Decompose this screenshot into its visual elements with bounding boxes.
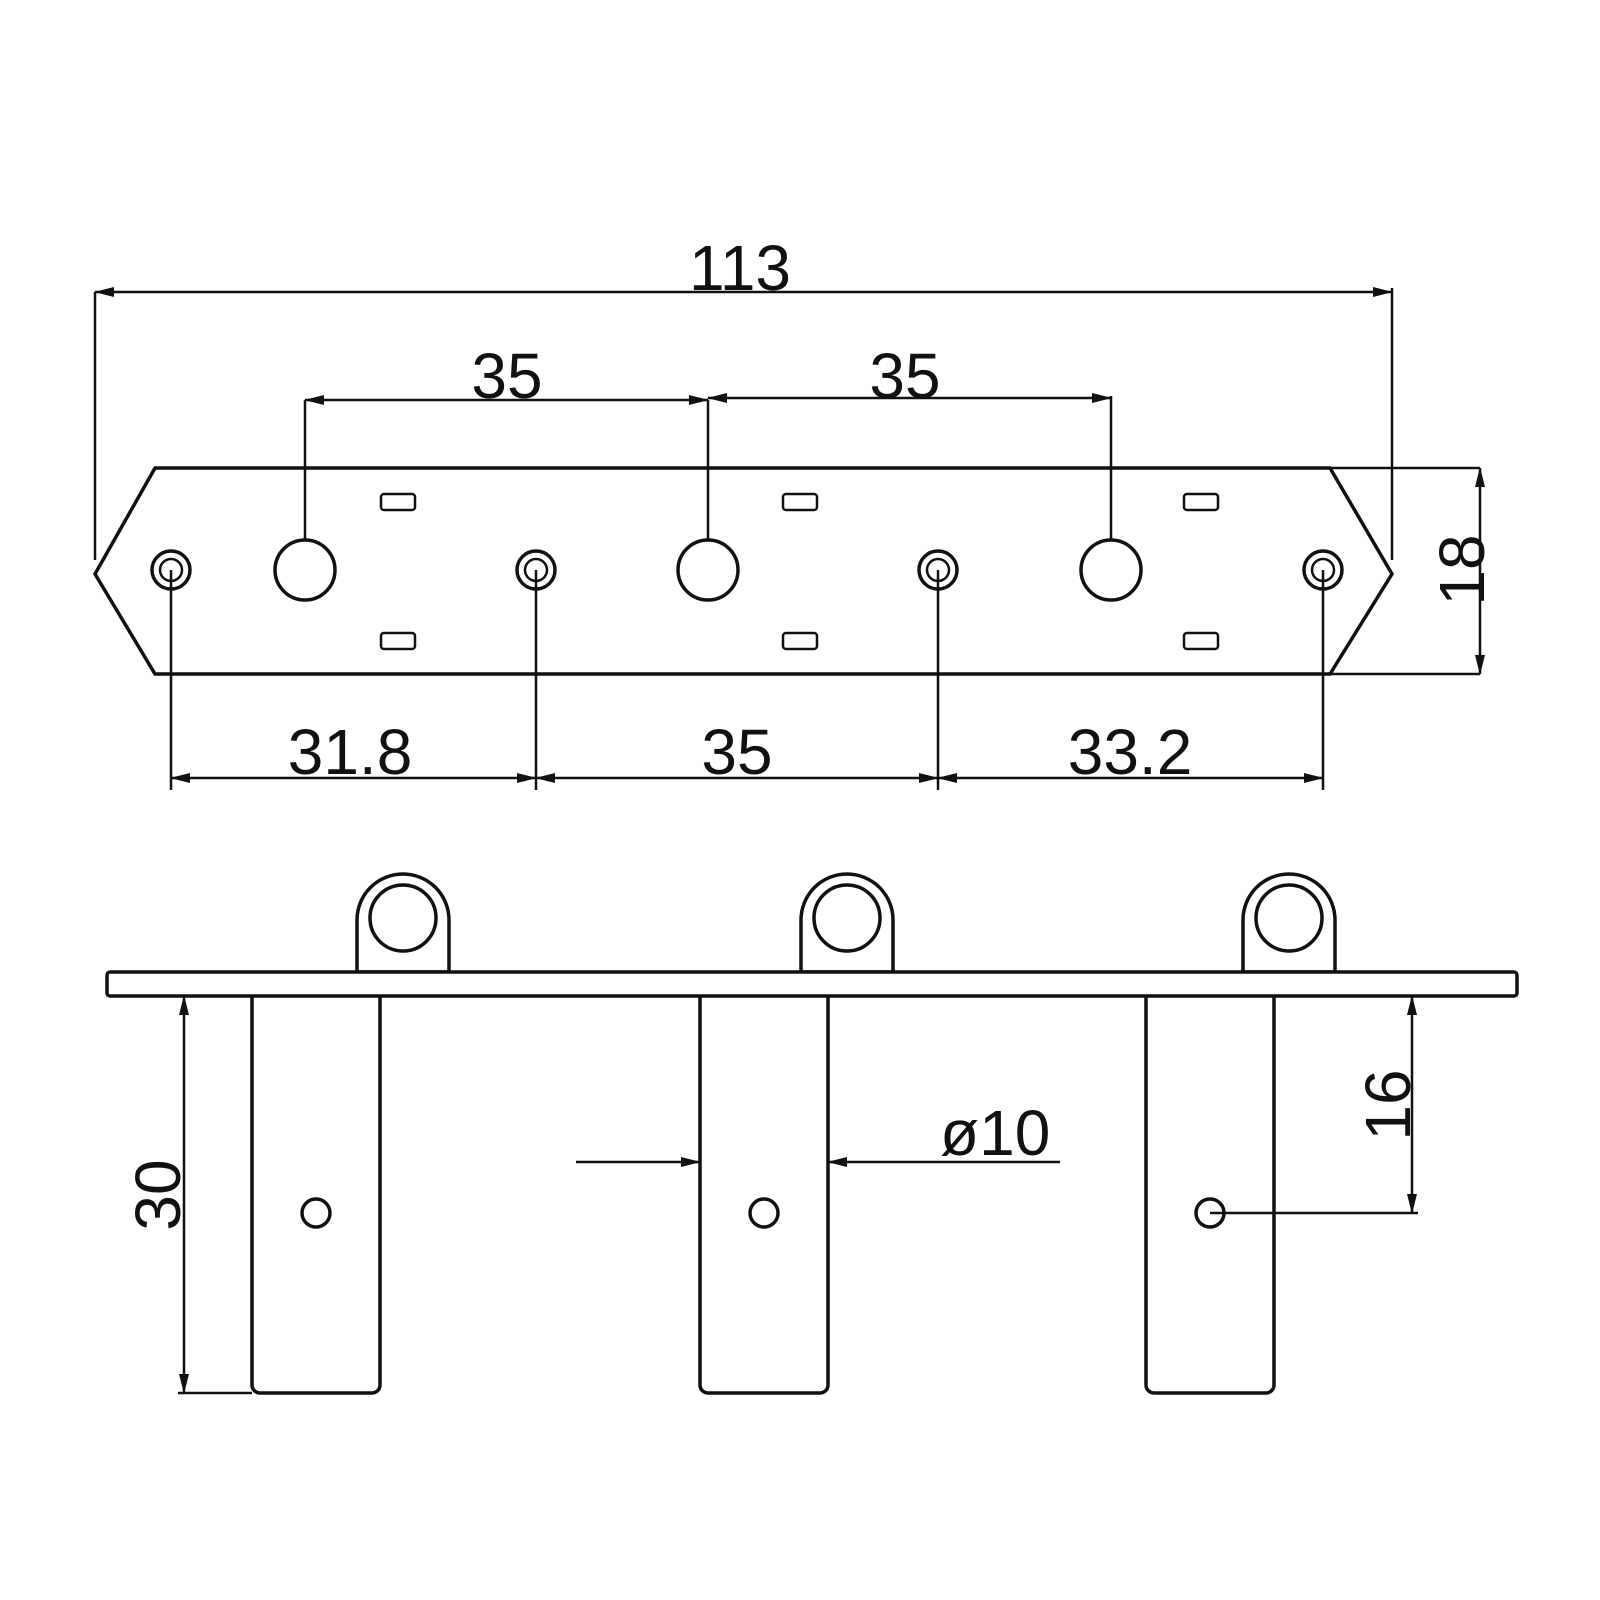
post-1: [250, 983, 382, 1395]
slot-2-top: [781, 492, 819, 512]
dim-post-spacing-left-label: 35: [471, 340, 542, 412]
dim-post-diameter-label: ø10: [940, 1097, 1050, 1169]
slot-1-bottom: [379, 631, 417, 651]
dim-hole-height-label: 16: [1352, 1069, 1424, 1140]
dim-post-spacing: 35 35: [303, 340, 1113, 540]
bushing-2: [799, 872, 895, 974]
side-view: 30 ø10 16: [105, 872, 1519, 1395]
slot-1-top: [379, 492, 417, 512]
post-3: [1144, 983, 1276, 1395]
dim-screw-spacing-middle-label: 35: [701, 716, 772, 788]
slot-2-bottom: [781, 631, 819, 651]
bushing-1: [355, 872, 451, 974]
dim-overall-length-label: 113: [689, 232, 791, 304]
dim-plate-height: 18: [1426, 467, 1498, 675]
dim-screw-spacing-right-label: 33.2: [1068, 716, 1193, 788]
dim-screw-spacing-left-label: 31.8: [288, 716, 413, 788]
dim-hole-height: 16: [1210, 995, 1424, 1215]
dim-plate-height-label: 18: [1426, 534, 1498, 605]
dim-post-length-label: 30: [122, 1159, 194, 1230]
top-view: 113 35 35 18 31.8 35 33.2: [92, 232, 1498, 790]
post-hole-3: [1079, 538, 1143, 602]
side-plate: [105, 970, 1519, 998]
post-hole-side-1: [300, 1197, 332, 1229]
post-hole-2: [676, 538, 740, 602]
bushing-3: [1241, 872, 1337, 974]
slot-3-bottom: [1182, 631, 1220, 651]
dim-screw-spacing: 31.8 35 33.2: [169, 570, 1325, 790]
slot-3-top: [1182, 492, 1220, 512]
dim-post-diameter: ø10: [576, 1097, 1060, 1169]
dim-post-length: 30: [122, 995, 252, 1395]
dim-post-spacing-right-label: 35: [869, 340, 940, 412]
dim-overall-length: 113: [93, 232, 1394, 560]
post-2: [698, 983, 830, 1395]
post-hole-side-2: [748, 1197, 780, 1229]
post-hole-1: [273, 538, 337, 602]
